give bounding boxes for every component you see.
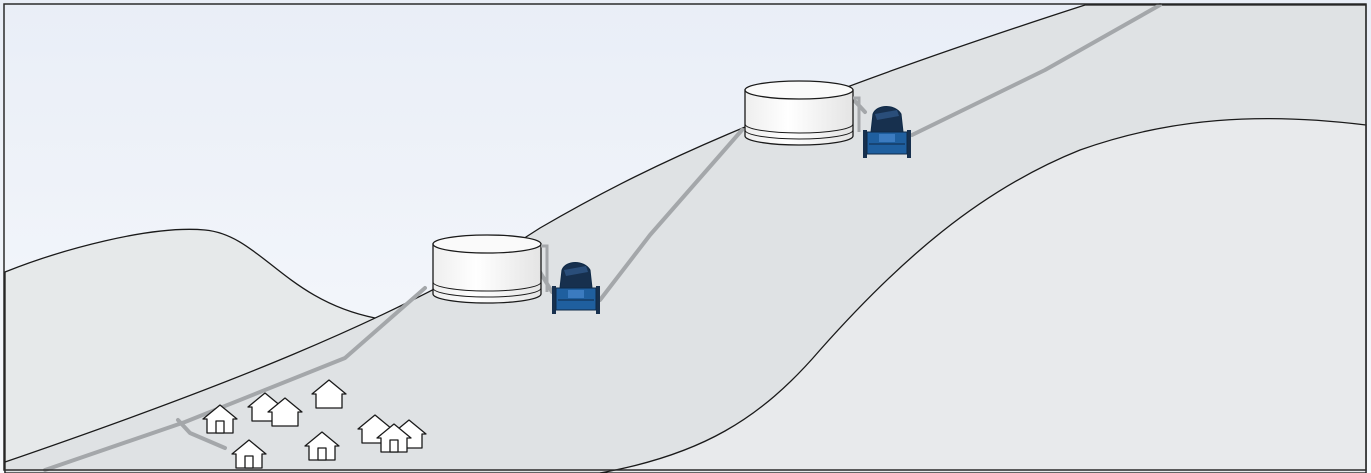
storage-tank-lower	[432, 234, 549, 304]
house-icon	[267, 397, 303, 427]
upper-pipe	[910, 3, 1162, 137]
right-hill	[599, 117, 1367, 473]
valve1-to-tank2-pipe	[598, 128, 744, 302]
house-icon	[202, 404, 238, 434]
house-icon	[231, 439, 267, 469]
control-valve-lower	[552, 262, 600, 314]
control-valve-upper	[863, 106, 911, 158]
main-pipe	[43, 286, 427, 472]
storage-tank-upper	[744, 80, 861, 146]
frame-border	[3, 3, 1367, 471]
branch-pipe	[176, 418, 227, 450]
house-icon	[376, 423, 412, 453]
house-icon	[304, 431, 340, 461]
house-icon	[311, 379, 347, 409]
village	[202, 379, 427, 469]
